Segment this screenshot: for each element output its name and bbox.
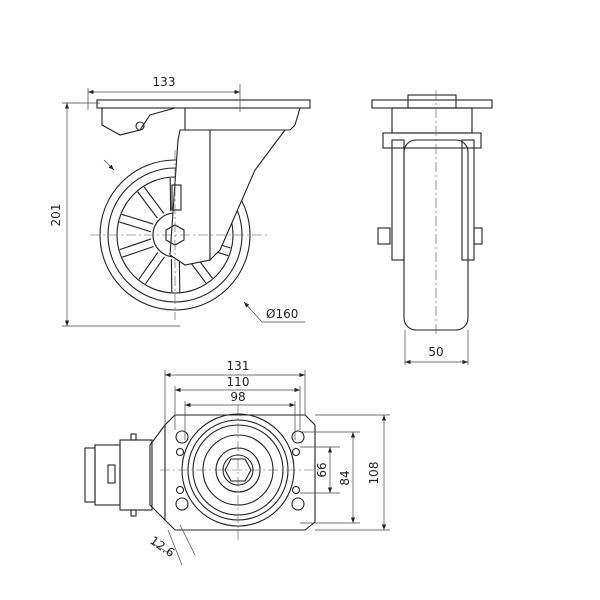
- dim-wheel-diameter: Ø160: [266, 307, 298, 321]
- dim-50: 50: [428, 345, 443, 359]
- dim-133: 133: [153, 75, 176, 89]
- wheel-spoke: [121, 213, 154, 225]
- wheel-spoke: [138, 251, 159, 280]
- dim-131: 131: [227, 359, 250, 373]
- mounting-hole: [291, 485, 301, 495]
- wheel-spoke: [144, 256, 165, 285]
- dim-201: 201: [49, 204, 63, 227]
- wheel-spoke: [119, 221, 152, 233]
- dim-12-6: 12.6: [147, 533, 177, 560]
- wheel-spoke: [122, 246, 154, 258]
- mounting-slot: [291, 497, 305, 511]
- wheel-spoke: [143, 186, 165, 214]
- mounting-slot: [175, 430, 189, 444]
- dim-110: 110: [227, 375, 250, 389]
- dim-84: 84: [338, 470, 352, 485]
- mounting-hole: [175, 447, 185, 457]
- top-view: 131 110 98 66 84 108 12.6: [84, 359, 390, 566]
- mounting-slot: [175, 497, 189, 511]
- mounting-hole: [175, 485, 185, 495]
- dim-98: 98: [230, 390, 245, 404]
- dim-108: 108: [367, 462, 381, 485]
- side-view: 133 201 Ø160: [49, 75, 311, 327]
- wheel-spoke: [119, 238, 152, 251]
- wheel-spoke: [137, 191, 158, 219]
- front-view: 50: [371, 90, 493, 365]
- dim-66: 66: [315, 462, 329, 477]
- mounting-hole: [291, 447, 301, 457]
- mounting-slot: [291, 430, 305, 444]
